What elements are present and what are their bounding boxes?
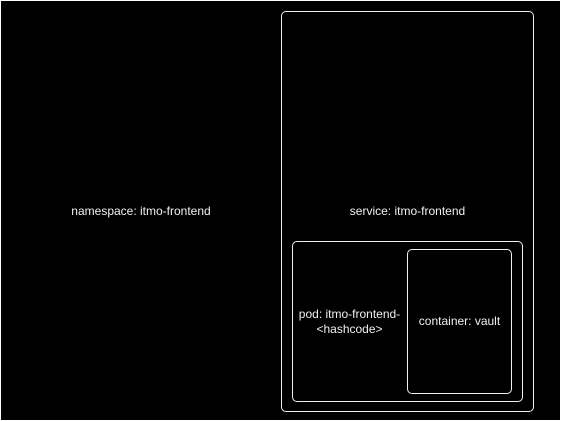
pod-box: [292, 241, 523, 402]
pod-label-line2: <hashcode>: [316, 322, 383, 336]
namespace-label: namespace: itmo-frontend: [71, 204, 211, 218]
service-label: service: itmo-frontend: [349, 204, 466, 218]
container-box: [407, 249, 512, 394]
pod-label: pod: itmo-frontend- <hashcode>: [292, 307, 407, 337]
service-box: [281, 11, 534, 412]
pod-label-line1: pod: itmo-frontend-: [298, 307, 401, 321]
container-label: container: vault: [418, 314, 501, 328]
